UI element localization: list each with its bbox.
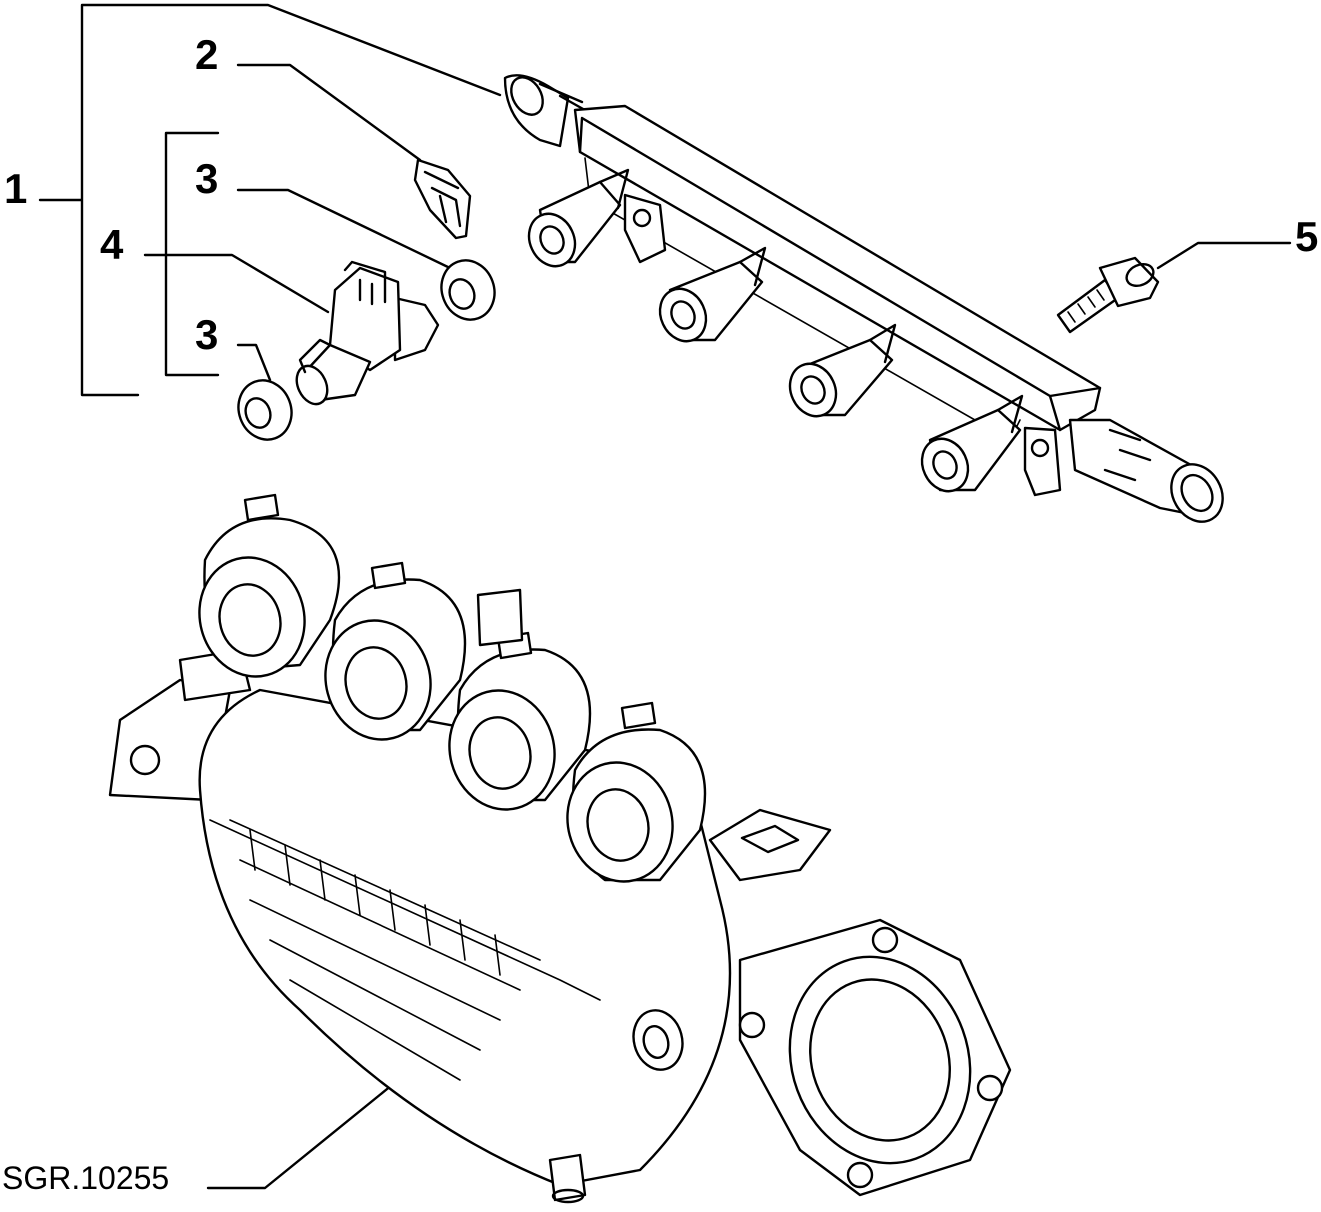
runner-port-3	[448, 588, 592, 811]
callout-1: 1	[4, 165, 28, 212]
callout-4: 4	[100, 221, 124, 268]
clip	[413, 158, 472, 240]
injector-cup-1	[527, 168, 630, 268]
leader-lines	[38, 3, 1292, 1190]
intake-manifold	[108, 493, 1012, 1204]
leader-1	[38, 3, 502, 397]
callout-3-lower: 3	[195, 311, 219, 358]
runner-port-4	[566, 701, 707, 883]
leader-5	[1156, 241, 1292, 270]
leader-2	[236, 63, 422, 162]
callout-5: 5	[1295, 213, 1319, 260]
leader-4	[143, 253, 330, 314]
callout-2: 2	[195, 31, 219, 78]
callout-3-upper: 3	[195, 155, 219, 202]
leader-3-upper	[236, 188, 452, 270]
mounting-screw	[1056, 256, 1160, 334]
injector-cup-4	[920, 394, 1024, 493]
runner-port-2	[324, 561, 467, 741]
fuel-injector	[295, 260, 440, 406]
fuel-rail	[503, 74, 1224, 523]
reference-code: SGR.10255	[2, 1160, 170, 1196]
o-ring-lower	[237, 379, 293, 441]
injector-cup-3	[788, 323, 897, 418]
leader-3-lower	[236, 343, 272, 382]
injector-cup-2	[658, 246, 767, 343]
o-ring-upper	[440, 259, 496, 321]
runner-port-1	[198, 493, 341, 678]
leader-reference	[206, 1083, 394, 1190]
